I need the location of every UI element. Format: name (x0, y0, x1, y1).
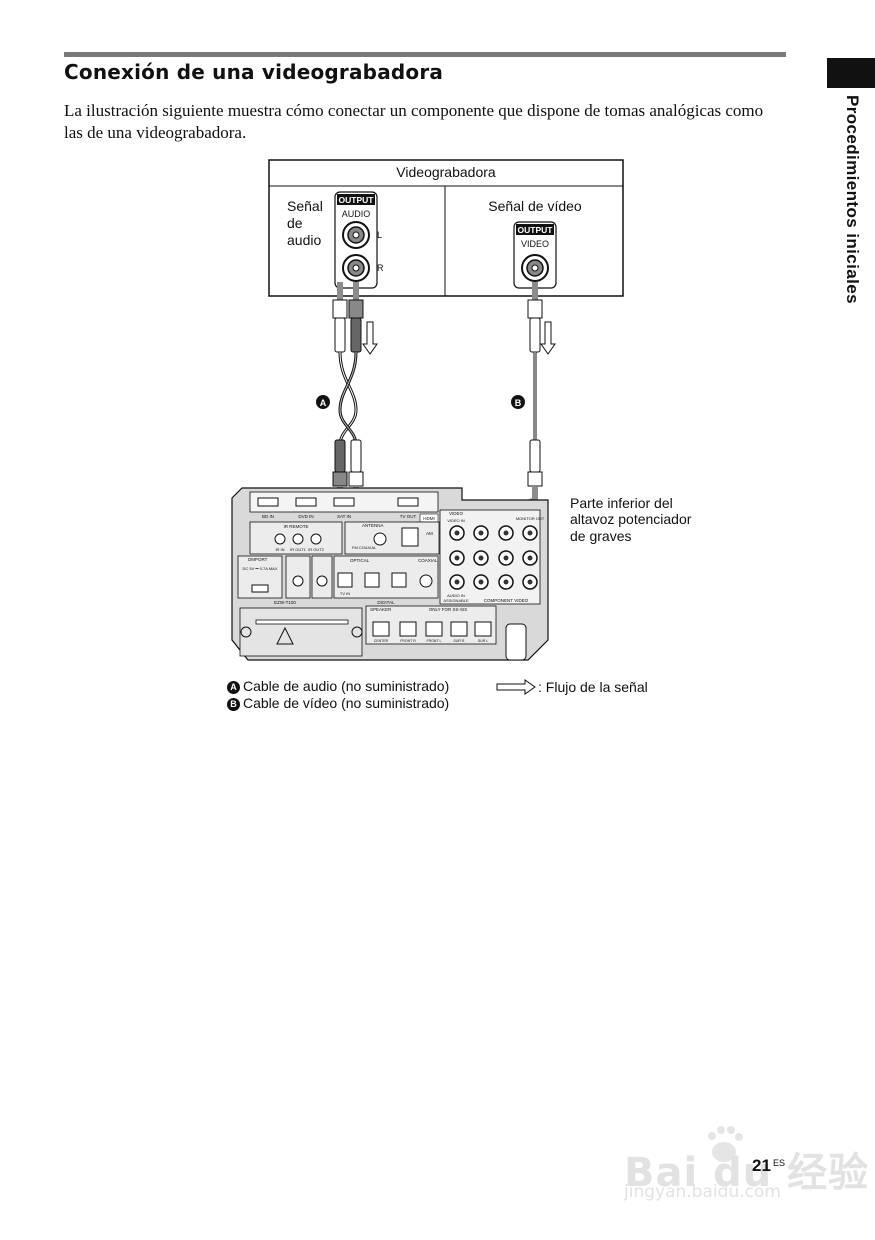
flow-arrow-audio (362, 321, 378, 355)
label-assignable: ASSIGNABLE (443, 598, 469, 603)
label-tv-out: TV OUT (400, 514, 417, 519)
label-dmport: DMPORT (248, 557, 268, 562)
legend-a-marker: A (227, 681, 240, 694)
vcr-title: Videograbadora (396, 164, 496, 180)
legend-flow-arrow (496, 679, 536, 695)
cable-a-marker: A (316, 395, 330, 409)
label-speaker: SPEAKER (370, 607, 392, 612)
label-digital: DIGITAL (377, 600, 395, 605)
video-output-label: VIDEO (521, 239, 549, 249)
label-front-l: FRONT L (427, 639, 442, 643)
chapter-tab-marker (827, 58, 875, 88)
legend-signal-flow: : Flujo de la señal (538, 679, 648, 695)
audio-output-badge: OUTPUT (339, 195, 375, 205)
label-hdmi: HDMI (423, 516, 435, 521)
label-bd-in: BD IN (262, 514, 274, 519)
label-sur-r: SUR R (454, 639, 465, 643)
section-rule (64, 52, 786, 57)
svg-text:B: B (515, 398, 522, 408)
legend-b-marker: B (227, 698, 240, 711)
page-language-suffix: ES (773, 1158, 786, 1168)
label-video-in: VIDEO IN (447, 518, 465, 523)
audio-jack-r (342, 254, 370, 282)
label-sur-l: SUR L (478, 639, 488, 643)
audio-output-label: AUDIO (342, 209, 371, 219)
label-monitor-out: MONITOR OUT (516, 516, 545, 521)
watermark-brand: Bai du 经验 (624, 1150, 870, 1196)
label-sat-in: SAT IN (337, 514, 351, 519)
video-output-badge: OUTPUT (518, 225, 554, 235)
section-title: Conexión de una videograbadora (64, 60, 444, 84)
connection-diagram: Videograbadora Señal de audio Señal de v… (231, 159, 692, 695)
svg-text:A: A (320, 398, 327, 408)
audio-signal-line3: audio (287, 232, 321, 248)
watermark-url: jingyan.baidu.com (624, 1182, 781, 1202)
audio-jack-r-label: R (377, 263, 384, 273)
label-audio-in: AUDIO IN (447, 593, 465, 598)
page-number: 21 (752, 1156, 771, 1175)
audio-signal-line2: de (287, 215, 303, 231)
subwoofer-rear-panel: BD IN DVD IN SAT IN TV OUT HDMI IR REMOT… (231, 487, 549, 661)
video-signal-label: Señal de vídeo (488, 198, 582, 214)
label-ir-in: IR IN (275, 547, 284, 552)
label-optical: OPTICAL (350, 558, 370, 563)
vcr-device: Videograbadora Señal de audio Señal de v… (268, 159, 624, 297)
cable-b-marker: B (511, 395, 525, 409)
label-ir-out1: IR OUT1 (290, 547, 307, 552)
subwoofer-label-line3: de graves (570, 528, 631, 544)
video-jack (521, 254, 549, 282)
legend-cable-b-text: Cable de vídeo (no suministrado) (243, 695, 450, 711)
label-antenna: ANTENNA (362, 523, 384, 528)
cable-b (455, 282, 543, 536)
legend-cable-a-text: Cable de audio (no suministrado) (243, 678, 450, 694)
intro-paragraph: La ilustración siguiente muestra cómo co… (64, 101, 764, 142)
audio-jack-l (342, 221, 370, 249)
label-dvd-in: DVD IN (298, 514, 313, 519)
audio-jack-l-label: L (377, 230, 382, 240)
label-center: CENTER (374, 639, 389, 643)
label-dc-rating: DC 5V ⎓ 0.7A MAX (243, 566, 278, 571)
label-ir-remote: IR REMOTE (283, 524, 308, 529)
subwoofer-label-line1: Parte inferior del (570, 495, 673, 511)
label-ezw-t100: EZW-T100 (274, 600, 296, 605)
flow-arrow-video (540, 321, 556, 355)
label-ir-out2: IR OUT2 (308, 547, 325, 552)
label-front-r: FRONT R (400, 639, 416, 643)
label-video: VIDEO (449, 511, 464, 516)
label-only-for: ONLY FOR SS-SIS (429, 607, 468, 612)
baidu-paw-logo (708, 1126, 743, 1162)
audio-signal-line1: Señal (287, 198, 323, 214)
label-component-video: COMPONENT VIDEO (484, 598, 529, 603)
label-am: AM (426, 531, 433, 536)
label-tv-in: TV IN (340, 591, 350, 596)
label-fm-coaxial: FM COAXIAL (352, 545, 377, 550)
label-coaxial: COAXIAL (418, 558, 438, 563)
subwoofer-label-line2: altavoz potenciador (570, 511, 692, 527)
